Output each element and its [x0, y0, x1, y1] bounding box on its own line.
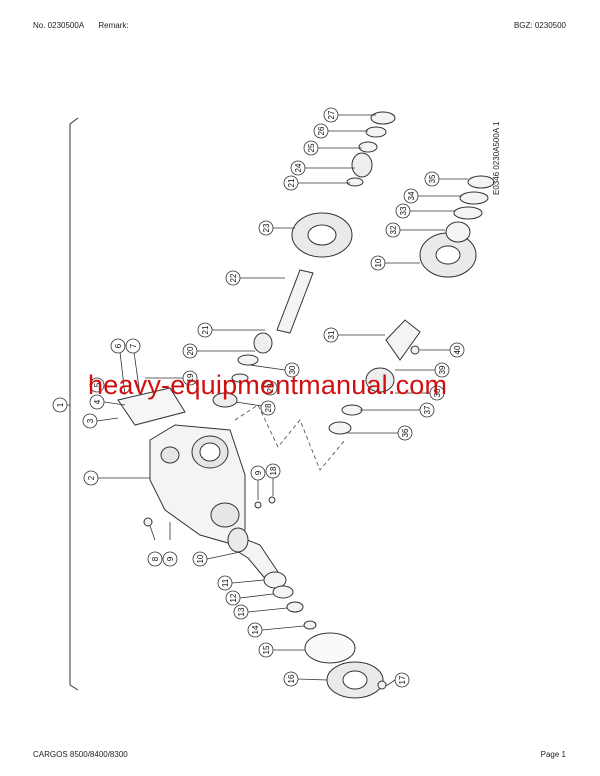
callout-number: 21: [287, 178, 296, 187]
callout-number: 16: [287, 674, 296, 683]
watermark-text: heavy-equipmentmanual.com: [88, 370, 448, 400]
callout-number: 32: [389, 225, 398, 234]
upper-shaft-assembly: [212, 111, 396, 408]
callout-number: 39: [438, 365, 447, 374]
callout-number: 37: [423, 405, 432, 414]
callout-number: 9: [166, 556, 175, 561]
page-header-left: No. 0230500A Remark:: [33, 21, 141, 30]
callout-number: 10: [196, 554, 205, 563]
callout-number: 12: [229, 593, 238, 602]
callout-number: 9: [254, 470, 263, 475]
callout-number: 29: [266, 383, 275, 392]
callout-number: 28: [264, 403, 273, 412]
callout-number: 6: [114, 343, 123, 348]
callout-number: 17: [398, 675, 407, 684]
lower-shaft-assembly: [143, 496, 387, 699]
callout-circle: [52, 397, 68, 413]
callout-number: 13: [237, 607, 246, 616]
document-number: No. 0230500A: [33, 21, 85, 30]
cover-plate: [117, 387, 186, 426]
callout-number: 33: [399, 206, 408, 215]
callout-number: 5: [93, 382, 102, 387]
callout-number: 2: [87, 475, 96, 480]
callout-number: 36: [401, 428, 410, 437]
callout-number: 1: [56, 402, 65, 407]
callout-number: 24: [294, 163, 303, 172]
callout-number: 4: [93, 399, 102, 404]
drawing-code: E0346 0230A500A 1: [492, 121, 501, 195]
callout-number: 27: [327, 110, 336, 119]
gearbox-housing: [149, 424, 246, 546]
callout-number: 38: [433, 388, 442, 397]
callout-number: 25: [307, 143, 316, 152]
callout-number: 23: [262, 223, 271, 232]
callout-number: 31: [327, 330, 336, 339]
callout-number: 21: [201, 325, 210, 334]
callout-number: 30: [288, 365, 297, 374]
callout-number: 20: [186, 346, 195, 355]
model-label: CARGOS 8500/8400/8300: [33, 750, 128, 759]
callout-number: 34: [407, 191, 416, 200]
remark-label: Remark:: [98, 21, 129, 30]
callout-number: 7: [129, 343, 138, 348]
callout-number: 11: [221, 578, 230, 587]
callout-number: 26: [317, 126, 326, 135]
callout-number: 22: [229, 273, 238, 282]
callout-number: 19: [186, 373, 195, 382]
callout-number: 10: [374, 258, 383, 267]
right-gear-assembly: [328, 175, 495, 435]
callout-number: 15: [262, 645, 271, 654]
callout-number: 3: [86, 418, 95, 423]
bgz-label: BGZ: 0230500: [513, 21, 566, 30]
callout-number: 8: [151, 556, 160, 561]
callout-number: 40: [453, 345, 462, 354]
callout-number: 18: [269, 466, 278, 475]
callout-number: 14: [251, 625, 260, 634]
callout-number: 35: [428, 174, 437, 183]
page-number: Page 1: [540, 750, 566, 759]
